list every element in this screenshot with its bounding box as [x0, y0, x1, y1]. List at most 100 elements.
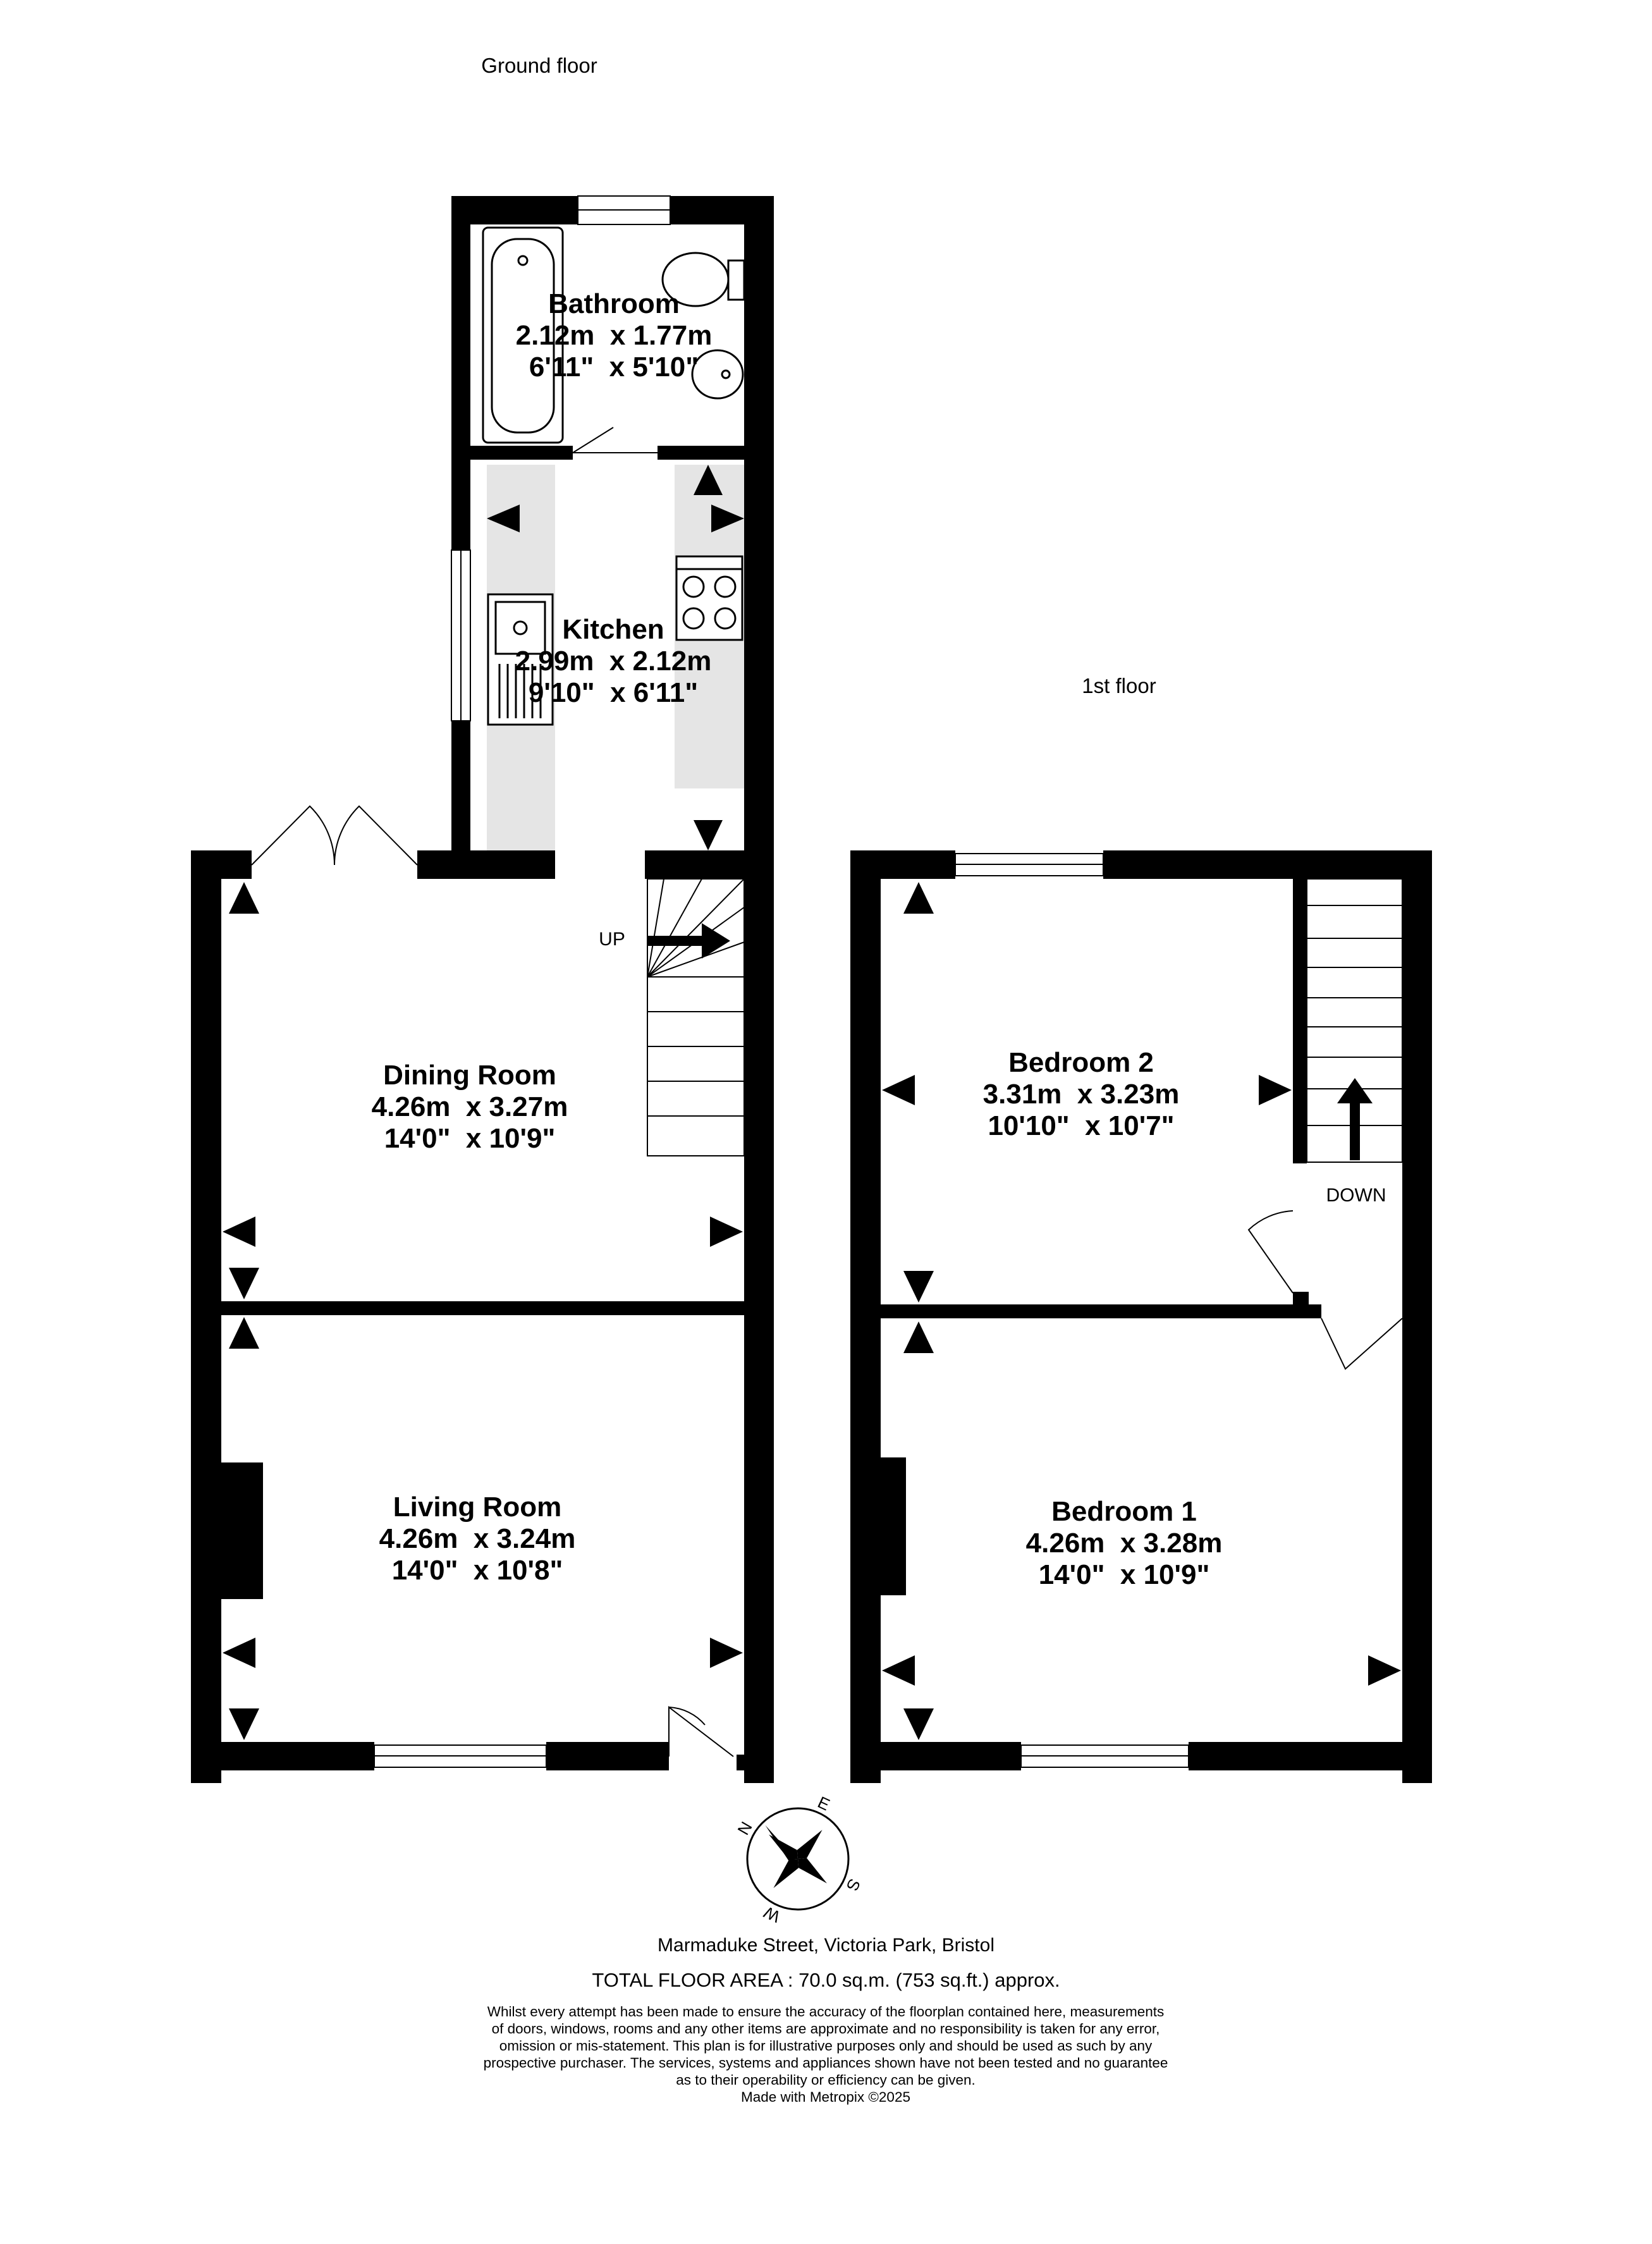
door-swing	[1321, 1318, 1403, 1370]
wall	[451, 196, 470, 550]
sink-bowl	[494, 601, 546, 655]
ground-floor-plan: UP	[191, 195, 774, 1783]
wall	[881, 1304, 1321, 1318]
french-door-swing	[251, 805, 336, 866]
wall	[850, 1742, 1021, 1770]
dimension-marker-icon	[223, 1638, 255, 1668]
bedroom-1-name: Bedroom 1	[1051, 1496, 1197, 1527]
wall	[744, 196, 774, 854]
bathroom-name: Bathroom	[548, 288, 680, 319]
staircase-up	[647, 878, 745, 1156]
wall	[470, 446, 573, 460]
wall	[417, 850, 555, 879]
chimney-breast	[881, 1457, 906, 1595]
hob-rings-icon	[682, 575, 737, 630]
disclaimer-line: prospective purchaser. The services, sys…	[483, 2055, 1168, 2071]
dimension-marker-icon	[710, 1638, 743, 1668]
disclaimer-line: as to their operability or efficiency ca…	[676, 2072, 976, 2088]
wall	[1103, 850, 1432, 879]
dimension-marker-icon	[229, 1708, 259, 1740]
toilet-fixture	[727, 259, 745, 301]
dining-room-name: Dining Room	[383, 1060, 556, 1091]
bathroom-metric: 2.12m x 1.77m	[516, 320, 713, 351]
door-swing	[572, 427, 614, 453]
bath-tap	[517, 255, 529, 266]
wall	[451, 721, 470, 854]
dimension-marker-icon	[229, 882, 259, 914]
wall	[645, 850, 744, 879]
dimension-marker-icon	[229, 1317, 259, 1349]
kitchen-metric: 2.99m x 2.12m	[515, 646, 712, 677]
compass-icon: N E S W	[733, 1793, 864, 1927]
disclaimer-line: of doors, windows, rooms and any other i…	[491, 2021, 1160, 2037]
dining-room-imperial: 14'0" x 10'9"	[384, 1123, 556, 1154]
dimension-marker-icon	[882, 1655, 915, 1686]
drainer-icon	[498, 664, 542, 718]
wall	[1189, 1742, 1432, 1770]
wall	[546, 1742, 669, 1770]
credit-line: Made with Metropix ©2025	[741, 2089, 910, 2105]
wall	[221, 1301, 744, 1315]
wall	[191, 1742, 374, 1770]
dimension-marker-icon	[487, 505, 520, 532]
kitchen-imperial: 9'10" x 6'11"	[529, 677, 698, 708]
dimension-marker-icon	[710, 1217, 743, 1247]
sink-drain	[513, 620, 528, 635]
wall	[744, 850, 774, 1783]
living-room-metric: 4.26m x 3.24m	[379, 1523, 576, 1554]
basin-drain	[721, 369, 731, 379]
door-swing	[1247, 1210, 1294, 1294]
bedroom-1-imperial: 14'0" x 10'9"	[1039, 1559, 1210, 1590]
bedroom-2-imperial: 10'10" x 10'7"	[988, 1110, 1174, 1141]
first-floor-label: 1st floor	[1082, 674, 1156, 697]
dimension-marker-icon	[903, 882, 934, 914]
disclaimer-line: Whilst every attempt has been made to en…	[487, 2004, 1165, 2020]
dimension-marker-icon	[711, 505, 744, 532]
dimension-marker-icon	[694, 465, 723, 495]
living-room-imperial: 14'0" x 10'8"	[392, 1555, 563, 1586]
wall	[451, 196, 578, 224]
first-floor-plan: DOWN	[850, 850, 1432, 1783]
wall	[1402, 850, 1432, 1783]
dimension-marker-icon	[229, 1268, 259, 1299]
dining-room-metric: 4.26m x 3.27m	[372, 1091, 568, 1122]
wall	[1293, 879, 1307, 1163]
dimension-marker-icon	[903, 1321, 934, 1353]
wall	[191, 850, 221, 1783]
french-door-swing	[333, 805, 418, 866]
living-room-name: Living Room	[393, 1492, 561, 1523]
wall	[1293, 1292, 1309, 1318]
stair-arrow-icon	[647, 923, 730, 959]
dimension-marker-icon	[1368, 1655, 1401, 1686]
compass-s: S	[843, 1876, 865, 1894]
chimney-breast	[221, 1462, 263, 1599]
bedroom-2-name: Bedroom 2	[1008, 1047, 1154, 1078]
staircase-down	[1306, 878, 1403, 1163]
dimension-marker-icon	[903, 1708, 934, 1740]
disclaimer-line: omission or mis-statement. This plan is …	[499, 2038, 1153, 2054]
dimension-marker-icon	[1259, 1075, 1292, 1105]
bath-fixture	[491, 238, 555, 434]
compass-e: E	[815, 1793, 833, 1815]
stair-arrow-icon	[1337, 1078, 1373, 1160]
wall	[850, 850, 881, 1783]
stairs-up-label: UP	[599, 929, 625, 950]
total-floor-area: TOTAL FLOOR AREA : 70.0 sq.m. (753 sq.ft…	[592, 1969, 1060, 1991]
ground-floor-label: Ground floor	[481, 54, 597, 77]
kitchen-name: Kitchen	[562, 614, 664, 645]
dimension-marker-icon	[223, 1217, 255, 1247]
dimension-marker-icon	[903, 1271, 934, 1303]
front-door-swing	[668, 1707, 706, 1726]
dimension-marker-icon	[694, 820, 723, 850]
wall	[737, 1755, 774, 1770]
wall	[658, 446, 744, 460]
bedroom-1-metric: 4.26m x 3.28m	[1026, 1528, 1223, 1559]
bathroom-imperial: 6'11" x 5'10"	[529, 352, 699, 383]
dimension-marker-icon	[882, 1075, 915, 1105]
basin-fixture	[691, 349, 744, 400]
disclaimer-text: Whilst every attempt has been made to en…	[415, 2003, 1237, 2106]
front-door-swing	[668, 1705, 734, 1757]
property-address: Marmaduke Street, Victoria Park, Bristol	[658, 1935, 994, 1956]
bedroom-2-metric: 3.31m x 3.23m	[983, 1079, 1180, 1110]
